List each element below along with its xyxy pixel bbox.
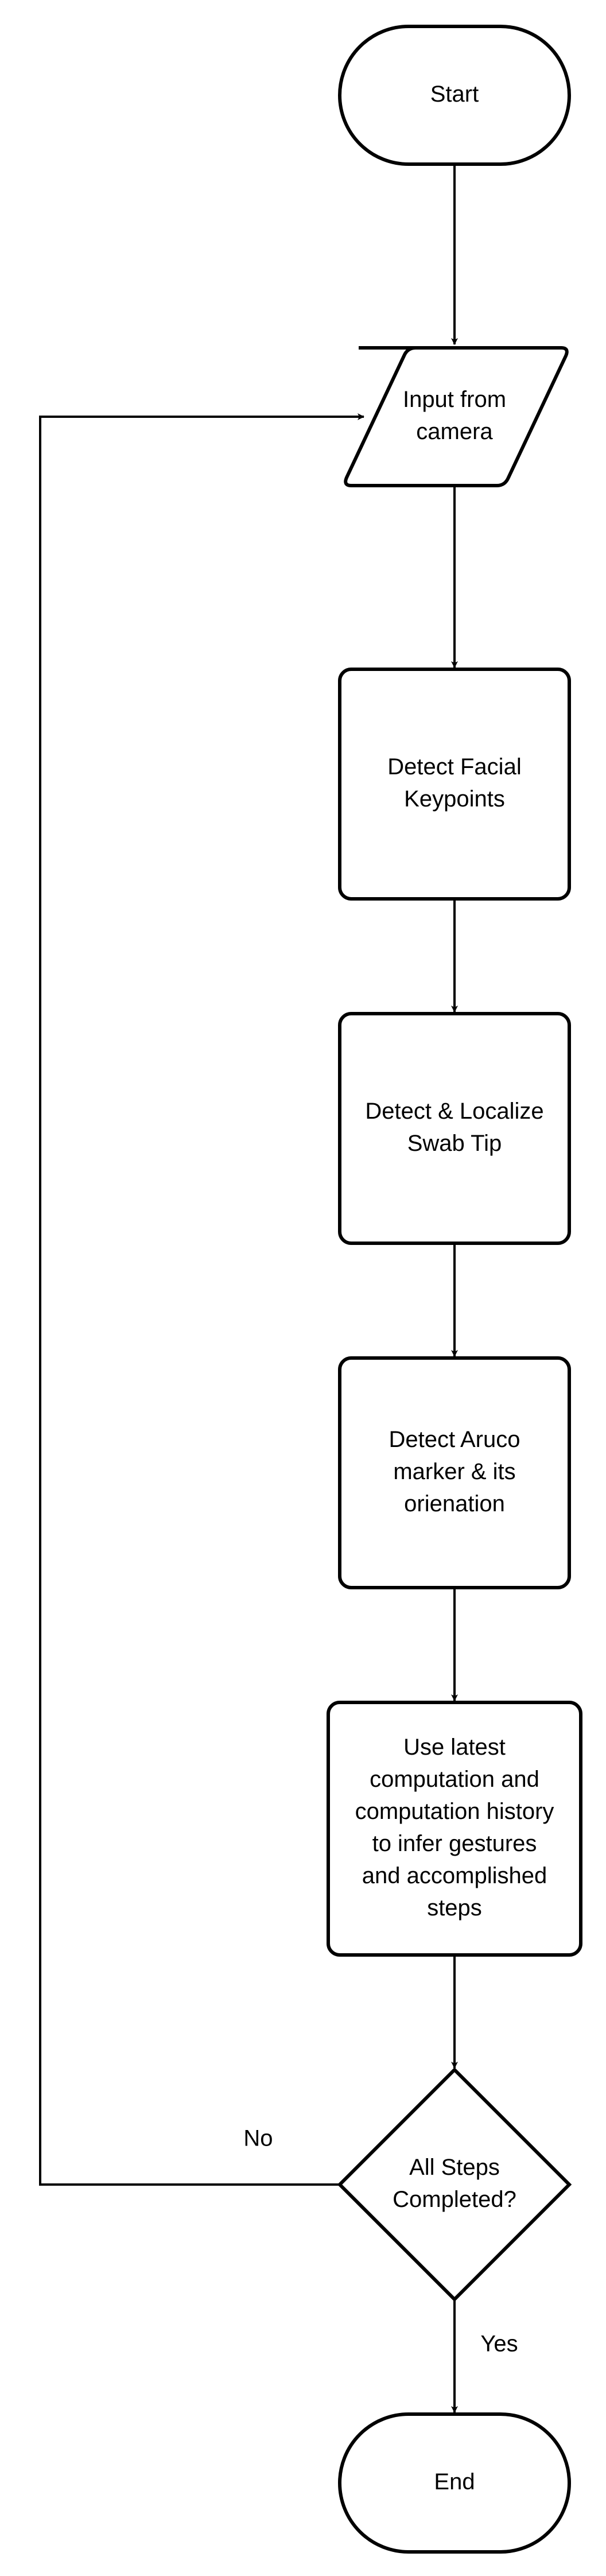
label-line: Input from: [403, 387, 506, 412]
detect-aruco-marker-node: Detect Aruco marker & its orienation: [338, 1356, 571, 1589]
label-line: camera: [416, 419, 493, 444]
label-line: Completed?: [393, 2187, 516, 2212]
label-line: steps: [427, 1895, 482, 1921]
input-from-camera-node: Input from camera: [344, 346, 569, 487]
label-line: Swab Tip: [407, 1131, 502, 1156]
label-line: and accomplished: [362, 1863, 547, 1888]
start-label: Start: [430, 82, 479, 107]
label-line: computation history: [355, 1799, 554, 1824]
label-line: orienation: [404, 1491, 505, 1516]
edges: [39, 165, 458, 2413]
label-line: All Steps: [409, 2155, 500, 2180]
label-line: Detect & Localize: [365, 1099, 543, 1124]
label-line: marker & its: [393, 1459, 515, 1484]
label-line: Start: [430, 82, 479, 107]
edge-decision-no-loop: [39, 413, 364, 2186]
label-line: Detect Facial: [387, 754, 521, 779]
label-line: computation and: [370, 1767, 539, 1792]
start-terminal: Start: [338, 25, 571, 166]
infer-gestures-label: Use latest computation and computation his…: [355, 1735, 554, 1921]
edge-label-yes: Yes: [480, 2331, 518, 2357]
input-from-camera-label: Input from camera: [403, 387, 506, 444]
infer-gestures-node: Use latest computation and computation his…: [327, 1701, 582, 1957]
label-line: Use latest: [403, 1735, 506, 1760]
label-line: Detect Aruco: [389, 1427, 520, 1452]
edge-label-no: No: [243, 2126, 273, 2151]
label-line: Keypoints: [404, 786, 505, 812]
detect-aruco-marker-label: Detect Aruco marker & its orienation: [389, 1427, 520, 1516]
end-label: End: [434, 2469, 475, 2494]
label-line: End: [434, 2469, 475, 2494]
label-line: to infer gestures: [372, 1831, 537, 1856]
end-terminal: End: [338, 2412, 571, 2554]
